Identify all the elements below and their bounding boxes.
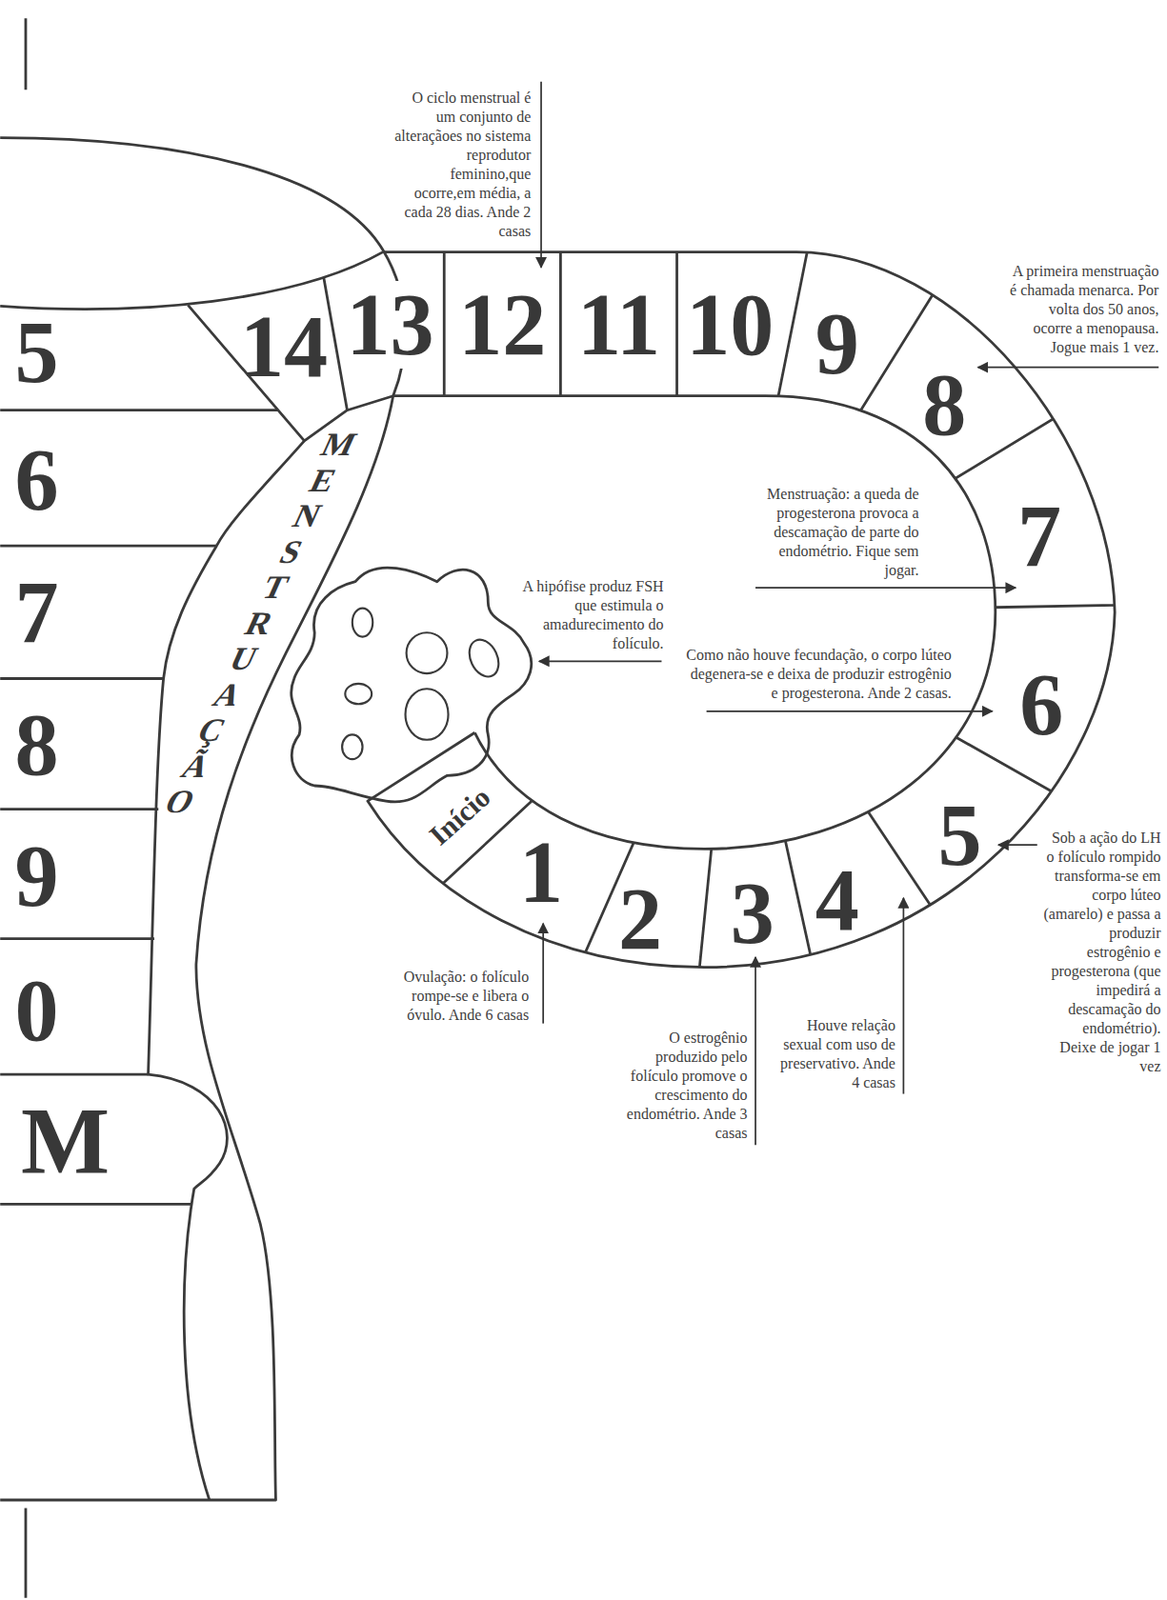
board-square: 3 bbox=[728, 869, 777, 958]
cell-border bbox=[0, 410, 278, 1206]
start-label: Início bbox=[422, 781, 498, 852]
square-number: 4 bbox=[813, 856, 862, 945]
board-square: 11 bbox=[575, 281, 663, 369]
square-number: 2 bbox=[616, 875, 664, 964]
board-square: 6 bbox=[1017, 661, 1066, 749]
leader-arrow bbox=[540, 81, 543, 268]
board-square: 9 bbox=[13, 832, 61, 921]
board-square: 5 bbox=[935, 791, 984, 880]
leader-arrow bbox=[998, 844, 1038, 846]
board-square: 5 bbox=[13, 308, 61, 397]
board-square: 6 bbox=[13, 436, 61, 524]
ovary-drawing bbox=[291, 567, 532, 803]
square-number: 9 bbox=[813, 300, 862, 388]
board-square: 0 bbox=[13, 966, 61, 1055]
board-square: 2 bbox=[616, 875, 664, 964]
board-square: 10 bbox=[684, 281, 776, 369]
callout-text: O estrogênio produzido pelo folículo pro… bbox=[609, 1028, 748, 1144]
cell-border bbox=[306, 153, 1167, 1124]
board-square: 14 bbox=[238, 302, 330, 391]
leader-arrow bbox=[539, 660, 663, 663]
callout-text: A primeira menstruação é chamada menarca… bbox=[1007, 261, 1160, 358]
square-number: 7 bbox=[1015, 492, 1064, 581]
callout-text: O ciclo menstrual é um conjunto de alter… bbox=[393, 88, 532, 242]
square-number: 5 bbox=[935, 791, 984, 880]
square-number: 8 bbox=[13, 701, 61, 789]
square-number: 12 bbox=[456, 281, 548, 369]
board-square: 7 bbox=[13, 568, 61, 657]
callout-text: Ovulação: o folículo rompe-se e libera o… bbox=[385, 967, 529, 1026]
square-number: 5 bbox=[13, 308, 61, 397]
callout-text: A hipófise produz FSH que estimula o ama… bbox=[515, 577, 664, 654]
board-square: 8 bbox=[920, 361, 968, 449]
square-number: 11 bbox=[575, 281, 663, 369]
board-square: 8 bbox=[13, 701, 61, 789]
leader-arrow bbox=[903, 898, 906, 1095]
start-square: Início bbox=[422, 781, 498, 852]
square-number: 1 bbox=[517, 828, 565, 917]
square-number: 3 bbox=[728, 869, 777, 958]
square-number: 13 bbox=[343, 281, 436, 369]
board-square: 12 bbox=[456, 281, 548, 369]
callout-text: Houve relação sexual com uso de preserva… bbox=[778, 1016, 896, 1093]
track-inner bbox=[393, 396, 996, 850]
leader-arrow bbox=[755, 586, 1016, 589]
menstruation-band: MENSTRUAÇÃO bbox=[156, 426, 364, 821]
square-number: 6 bbox=[1017, 661, 1066, 749]
square-number: 0 bbox=[13, 966, 61, 1055]
square-number: 9 bbox=[13, 832, 61, 921]
cell-border bbox=[443, 252, 677, 397]
square-number: 6 bbox=[13, 436, 61, 524]
board-square: 7 bbox=[1015, 492, 1064, 581]
leader-arrow bbox=[754, 957, 757, 1146]
board-square: 13 bbox=[343, 281, 436, 369]
board-square: 9 bbox=[813, 300, 862, 388]
square-number: 8 bbox=[920, 361, 968, 449]
board-square: 1 bbox=[517, 828, 565, 917]
callout-text: Como não houve fecundação, o corpo lúteo… bbox=[684, 645, 952, 704]
leader-arrow bbox=[978, 366, 1160, 369]
board-square: 4 bbox=[813, 856, 862, 945]
square-number: 7 bbox=[13, 568, 61, 657]
leader-arrow bbox=[706, 710, 993, 713]
board-square: M bbox=[19, 1094, 112, 1189]
callout-text: Sob a ação do LH o folículo rompido tran… bbox=[1042, 828, 1161, 1077]
square-number: M bbox=[19, 1094, 112, 1189]
square-number: 10 bbox=[684, 281, 776, 369]
square-number: 14 bbox=[238, 302, 330, 391]
leader-arrow bbox=[542, 924, 544, 1025]
callout-text: Menstruação: a queda de progesterona pro… bbox=[755, 484, 919, 581]
band-text: MENSTRUAÇÃO bbox=[156, 426, 364, 821]
track-outer bbox=[367, 252, 1115, 968]
